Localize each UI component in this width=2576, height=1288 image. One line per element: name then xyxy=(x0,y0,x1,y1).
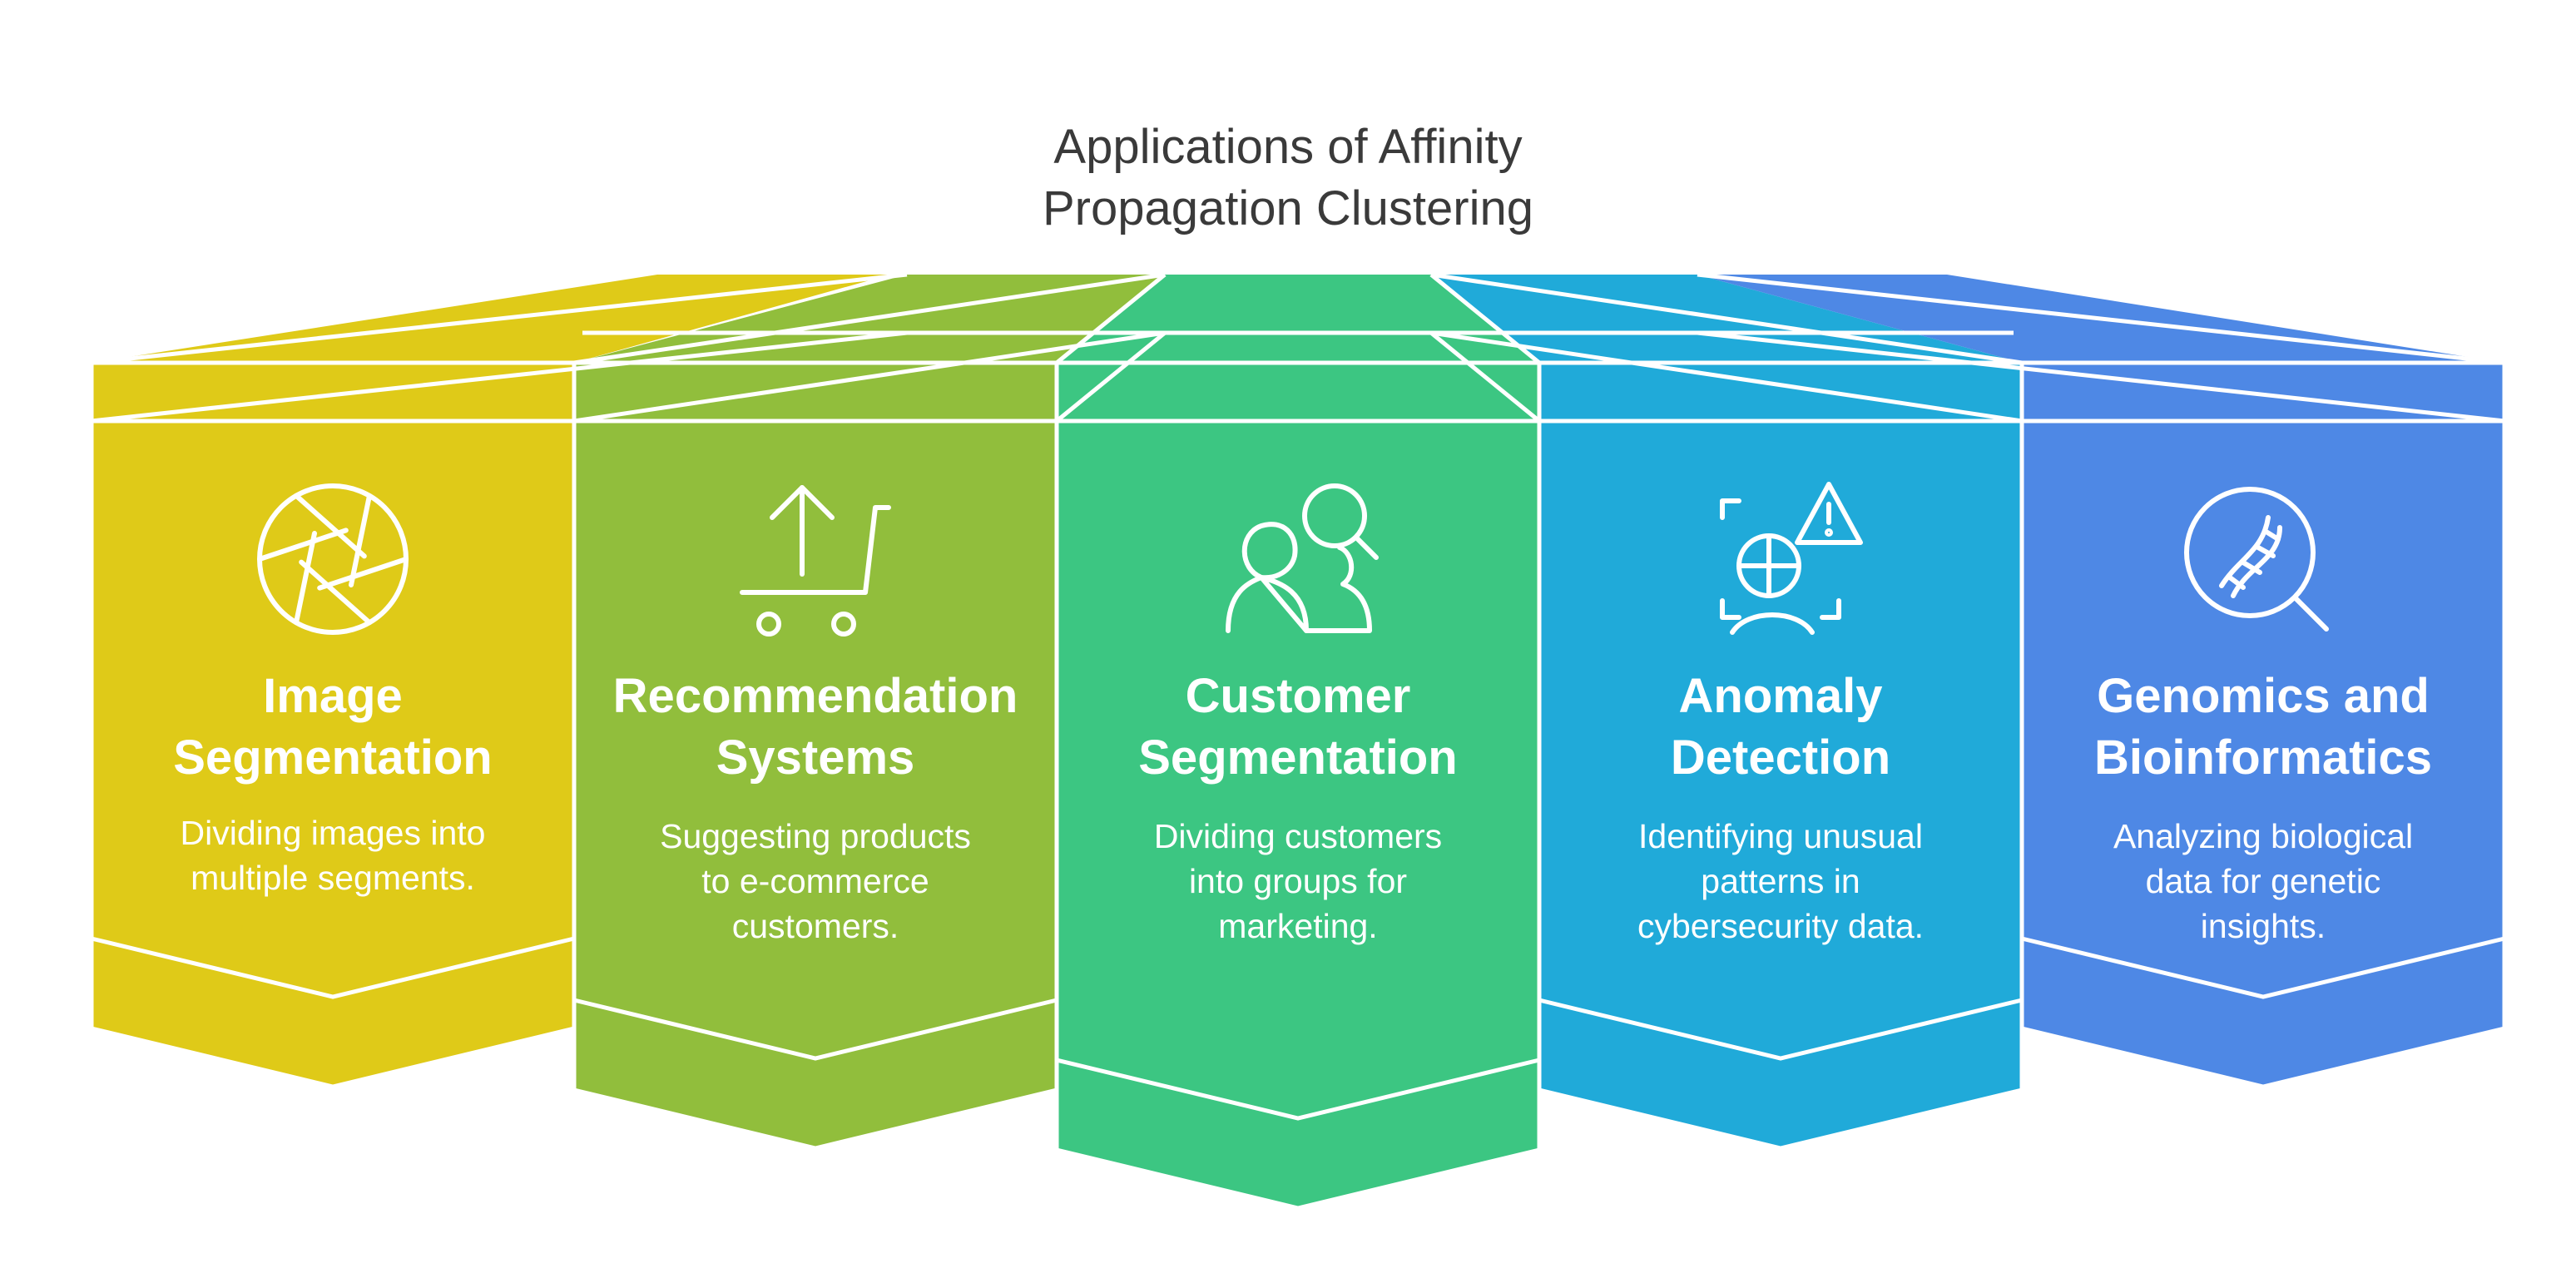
card-shape xyxy=(1537,360,2024,1151)
card-image-segmentation-text: Image Segmentation Dividing images into … xyxy=(108,666,557,900)
fold-line xyxy=(1055,331,1167,423)
fold-line xyxy=(573,272,1166,365)
card-description: Dividing customers into groups for marke… xyxy=(1073,814,1523,949)
card-description-line: Suggesting products xyxy=(660,817,971,855)
card-top-face xyxy=(1057,275,1539,363)
card-genomics-bioinformatics-text: Genomics and Bioinformatics Analyzing bi… xyxy=(2039,666,2488,949)
card-heading-line: Recommendation xyxy=(612,669,1018,723)
card-anomaly-detection-text: Anomaly Detection Identifying unusual pa… xyxy=(1556,666,2005,949)
card-heading-line: Anomaly xyxy=(1678,669,1883,723)
card-heading: Customer Segmentation xyxy=(1073,666,1523,789)
card-description-line: into groups for xyxy=(1188,862,1408,900)
fold-line xyxy=(1697,272,2505,365)
fold-line xyxy=(1429,331,1541,423)
title-line-2: Propagation Clustering xyxy=(1042,181,1534,235)
card-heading: Anomaly Detection xyxy=(1556,666,2005,789)
aperture-icon xyxy=(257,483,409,635)
card-description-line: to e-commerce xyxy=(701,862,929,900)
card-description-line: customers. xyxy=(731,907,899,945)
card-description-line: Dividing images into xyxy=(180,814,486,852)
card-heading-line: Segmentation xyxy=(173,731,493,785)
card-heading-line: Bioinformatics xyxy=(2093,731,2433,785)
user-search-icon xyxy=(1226,483,1379,633)
card-heading: Genomics and Bioinformatics xyxy=(2039,666,2488,789)
card-heading: Recommendation Systems xyxy=(591,666,1040,789)
card-heading-line: Systems xyxy=(716,731,915,785)
card-description-line: Dividing customers xyxy=(1153,817,1443,855)
fold-line xyxy=(91,330,908,424)
title-line-1: Applications of Affinity xyxy=(1053,120,1523,174)
card-description-line: Analyzing biological xyxy=(2113,817,2414,855)
card-description-line: insights. xyxy=(2200,907,2326,945)
card-description-line: multiple segments. xyxy=(191,859,475,897)
face-scan-alert-icon xyxy=(1720,482,1863,635)
diagram-title: Applications of Affinity Propagation Clu… xyxy=(0,116,2576,240)
card-recommendation-systems-text: Recommendation Systems Suggesting produc… xyxy=(591,666,1040,949)
card-description: Suggesting products to e-commerce custom… xyxy=(591,814,1040,949)
card-description-line: Identifying unusual xyxy=(1638,817,1923,855)
cart-upload-icon xyxy=(740,485,891,637)
card-heading: Image Segmentation xyxy=(108,666,557,789)
card-description-line: patterns in xyxy=(1701,862,1860,900)
fold-line xyxy=(91,272,908,365)
fold-line xyxy=(1055,273,1167,364)
card-heading-line: Detection xyxy=(1670,731,1891,785)
card-description: Dividing images into multiple segments. xyxy=(108,810,557,900)
card-heading-line: Image xyxy=(263,669,403,723)
fold-line xyxy=(573,330,1166,424)
fold-line xyxy=(1697,330,2505,424)
card-description-line: marketing. xyxy=(1218,907,1378,945)
card-heading-line: Genomics and xyxy=(2097,669,2430,723)
fold-line xyxy=(1430,272,2023,365)
card-description: Identifying unusual patterns in cybersec… xyxy=(1556,814,2005,949)
card-heading-line: Customer xyxy=(1185,669,1411,723)
card-heading-line: Segmentation xyxy=(1138,731,1458,785)
fold-line xyxy=(1430,330,2023,424)
card-description-line: cybersecurity data. xyxy=(1637,907,1925,945)
card-description: Analyzing biological data for genetic in… xyxy=(2039,814,2488,949)
card-shape xyxy=(89,360,577,1089)
card-description-line: data for genetic xyxy=(2145,862,2381,900)
dna-search-icon xyxy=(2184,487,2329,632)
card-customer-segmentation-text: Customer Segmentation Dividing customers… xyxy=(1073,666,1523,949)
